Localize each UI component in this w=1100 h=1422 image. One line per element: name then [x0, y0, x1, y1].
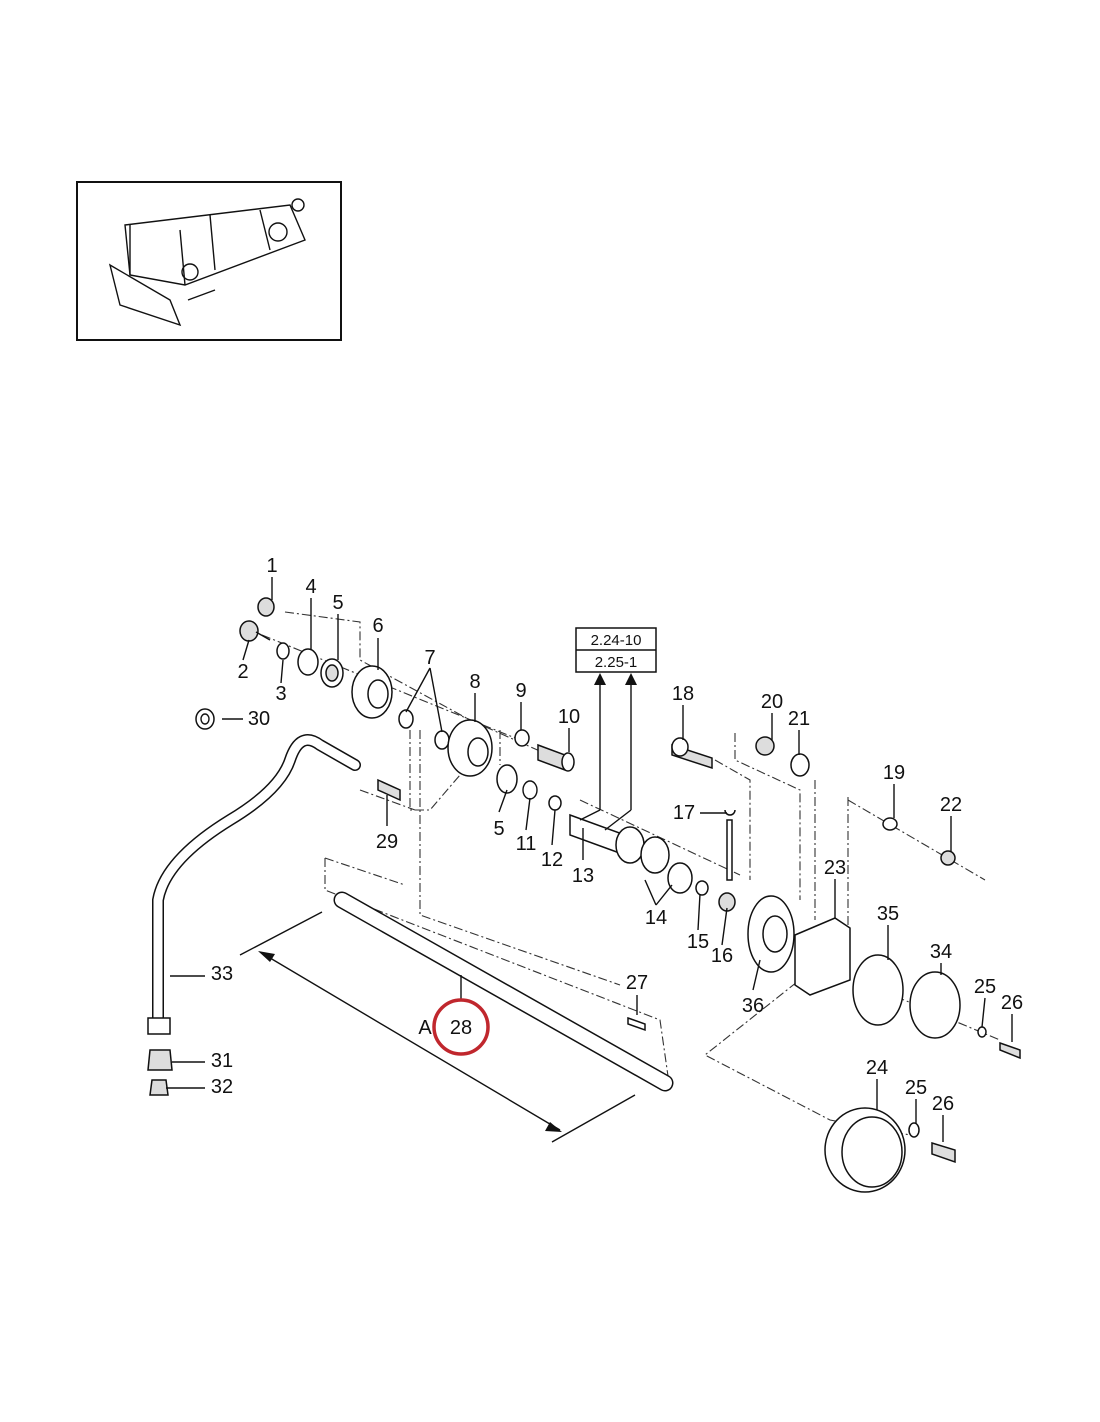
callout-16[interactable]: 16	[711, 945, 733, 967]
callout-33[interactable]: 33	[211, 963, 233, 985]
callout-7[interactable]: 7	[424, 647, 435, 669]
callout-5b[interactable]: 5	[493, 818, 504, 840]
part-26a	[999, 1041, 1021, 1060]
callout-labels: 1 4 5 6 2 3 7 8 30 9 10 29 5 11 12 13 18…	[211, 555, 1023, 1115]
part-25a	[977, 1026, 987, 1038]
callout-32[interactable]: 32	[211, 1076, 233, 1098]
part-35	[852, 954, 904, 1026]
callout-30[interactable]: 30	[248, 708, 270, 730]
part-10	[537, 743, 566, 772]
callout-18[interactable]: 18	[672, 683, 694, 705]
callout-25[interactable]: 25	[974, 976, 996, 998]
callout-34[interactable]: 34	[930, 941, 952, 963]
part-14b	[667, 862, 693, 894]
parts	[147, 597, 1021, 1193]
part-33-nut	[147, 1017, 171, 1035]
callout-23[interactable]: 23	[824, 857, 846, 879]
leader-lines	[166, 577, 1013, 1142]
part-12	[548, 795, 562, 811]
callout-27[interactable]: 27	[626, 972, 648, 994]
part-25b	[908, 1122, 920, 1138]
callout-1[interactable]: 1	[266, 555, 277, 577]
callout-28[interactable]: 28	[450, 1017, 472, 1039]
callout-13[interactable]: 13	[572, 865, 594, 887]
part-15	[695, 880, 709, 896]
callout-6[interactable]: 6	[372, 615, 383, 637]
callout-19[interactable]: 19	[883, 762, 905, 784]
part-20	[755, 736, 775, 756]
reference-box: 2.24-10 2.25-1	[575, 627, 657, 673]
callout-5[interactable]: 5	[332, 592, 343, 614]
part-31	[147, 1049, 173, 1071]
part-2	[239, 620, 259, 642]
part-34	[909, 971, 961, 1039]
callout-36[interactable]: 36	[742, 995, 764, 1017]
callout-21[interactable]: 21	[788, 708, 810, 730]
callout-26b[interactable]: 26	[932, 1093, 954, 1115]
part-23	[794, 917, 851, 996]
callout-35[interactable]: 35	[877, 903, 899, 925]
part-1	[257, 597, 275, 617]
dimension-label-a: A	[418, 1017, 432, 1039]
part-7a	[398, 709, 414, 729]
part-7b	[434, 730, 450, 750]
callout-25b[interactable]: 25	[905, 1077, 927, 1099]
part-21	[790, 753, 810, 777]
highlight-circle-part-28	[432, 998, 490, 1056]
locator-thumbnail	[76, 181, 342, 341]
callout-2[interactable]: 2	[237, 661, 248, 683]
part-9	[514, 729, 530, 747]
part-14a	[640, 836, 670, 874]
part-30	[195, 708, 215, 730]
callout-24[interactable]: 24	[866, 1057, 888, 1079]
callout-4[interactable]: 4	[305, 576, 316, 598]
part-11	[522, 780, 538, 800]
part-3	[276, 642, 290, 660]
part-19	[882, 817, 898, 831]
callout-29[interactable]: 29	[376, 831, 398, 853]
part-29	[377, 778, 401, 802]
part-17	[724, 809, 736, 881]
part-5b	[496, 764, 518, 794]
callout-10[interactable]: 10	[558, 706, 580, 728]
reference-2-24-10[interactable]: 2.24-10	[591, 632, 642, 649]
part-4	[297, 648, 319, 676]
callout-17[interactable]: 17	[673, 802, 695, 824]
callout-22[interactable]: 22	[940, 794, 962, 816]
callout-8[interactable]: 8	[469, 671, 480, 693]
dimension-a	[239, 911, 636, 1143]
part-32	[149, 1079, 169, 1096]
callout-9[interactable]: 9	[515, 680, 526, 702]
part-26b	[931, 1141, 956, 1164]
part-27	[627, 1016, 646, 1032]
callout-12[interactable]: 12	[541, 849, 563, 871]
callout-26[interactable]: 26	[1001, 992, 1023, 1014]
part-22	[940, 850, 956, 866]
callout-15[interactable]: 15	[687, 931, 709, 953]
callout-3[interactable]: 3	[275, 683, 286, 705]
callout-31[interactable]: 31	[211, 1050, 233, 1072]
callout-11[interactable]: 11	[516, 833, 537, 855]
callout-14[interactable]: 14	[645, 907, 667, 929]
callout-20[interactable]: 20	[761, 691, 783, 713]
reference-2-25-1[interactable]: 2.25-1	[595, 654, 638, 671]
